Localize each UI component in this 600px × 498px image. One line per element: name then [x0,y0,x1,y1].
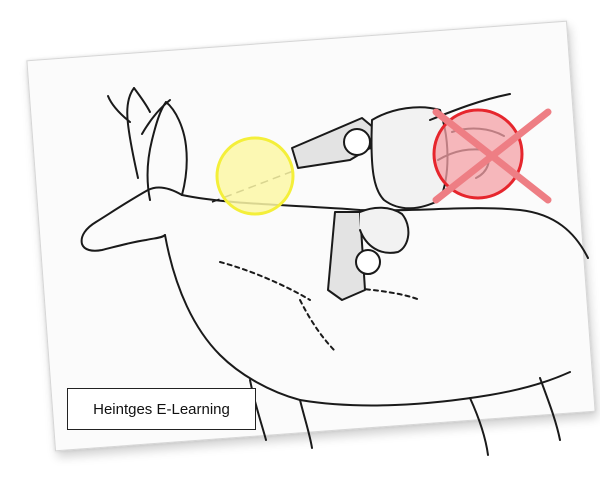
deer-ear-back [148,102,166,200]
deer-hind-leg [540,378,560,440]
deer-front-leg-2 [300,400,312,448]
deer-heart-outline [300,300,336,352]
caption-box: Heintges E-Learning [67,388,256,430]
deer-hind-leg-2 [470,398,488,455]
revolver-cylinder-icon [344,129,370,155]
hand-downward-icon [360,208,408,253]
revolver-downward-cylinder-icon [356,250,380,274]
correct-zone-circle [217,138,293,214]
deer-neck-chest [165,235,300,400]
deer-ear-front [166,102,187,195]
caption-text: Heintges E-Learning [93,401,230,418]
deer-antler-main [127,88,138,178]
deer-antler-tine [134,88,150,112]
deer-shoulder-outline [220,262,310,300]
deer-belly [300,372,570,405]
